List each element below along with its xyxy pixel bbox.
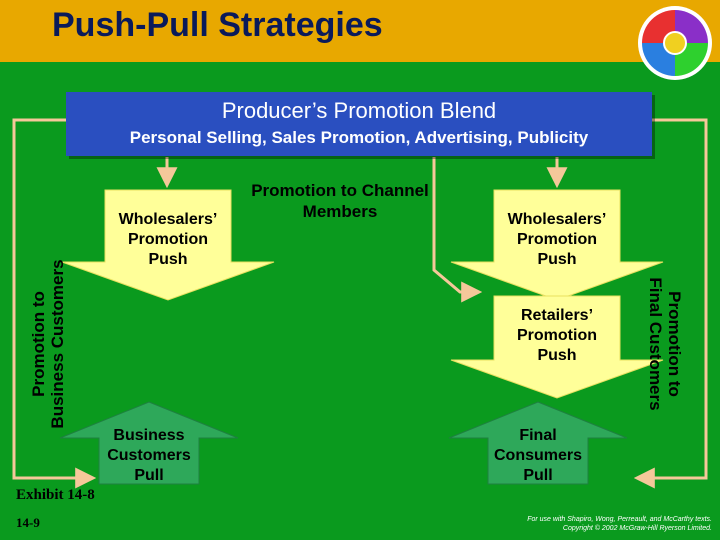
blend-title: Producer’s Promotion Blend xyxy=(221,98,497,123)
left-wholesalers-push-arrow xyxy=(61,189,275,301)
right-side-label-line2: Final Customers xyxy=(646,277,665,411)
to-retailers-connector xyxy=(432,157,483,303)
left-wholesalers-line1: Wholesalers’ xyxy=(118,211,218,228)
credit-line1: For use with Shapiro, Wong, Perreault, a… xyxy=(527,516,712,523)
producer-promotion-blend-box: Producer’s Promotion Blend Personal Sell… xyxy=(66,92,652,156)
right-final-line3: Pull xyxy=(523,467,553,484)
right-wholesalers-line2: Promotion xyxy=(517,231,597,248)
right-retailers-line2: Promotion xyxy=(517,327,597,344)
color-wheel-icon xyxy=(638,6,712,80)
right-retailers-line1: Retailers’ xyxy=(520,307,594,324)
right-loop-connector xyxy=(633,118,708,489)
left-business-line1: Business xyxy=(113,427,185,444)
right-wholesalers-line1: Wholesalers’ xyxy=(507,211,607,228)
left-wholesalers-line3: Push xyxy=(148,251,188,268)
right-wholesalers-line3: Push xyxy=(537,251,577,268)
left-side-label: Promotion to Business Customers xyxy=(29,244,67,444)
page-number: 14-9 xyxy=(16,515,40,530)
left-side-label-line2: Business Customers xyxy=(48,259,67,429)
left-wholesalers-line2: Promotion xyxy=(128,231,208,248)
right-final-text: Final Consumers Pull xyxy=(478,426,598,486)
right-wholesalers-text: Wholesalers’ Promotion Push xyxy=(497,210,617,270)
left-loop-connector xyxy=(12,118,97,489)
page-title: Push-Pull Strategies xyxy=(52,6,383,44)
left-business-pull-arrow xyxy=(59,401,239,485)
copyright-credit: For use with Shapiro, Wong, Perreault, a… xyxy=(440,515,712,533)
right-retailers-line3: Push xyxy=(537,347,577,364)
right-retailers-text: Retailers’ Promotion Push xyxy=(497,306,617,366)
right-final-line2: Consumers xyxy=(493,447,583,464)
credit-line2: Copyright © 2002 McGraw-Hill Ryerson Lim… xyxy=(562,525,712,532)
left-wholesalers-text: Wholesalers’ Promotion Push xyxy=(108,210,228,270)
left-side-label-line1: Promotion to xyxy=(29,291,48,397)
exhibit-label: Exhibit 14-8 xyxy=(16,487,95,503)
right-wholesalers-push-arrow xyxy=(450,189,664,301)
title-bar xyxy=(0,0,720,62)
right-retailers-push-arrow xyxy=(450,295,664,399)
right-side-label-line1: Promotion to xyxy=(665,291,684,397)
right-final-pull-arrow xyxy=(448,401,628,485)
channel-members-label: Promotion to Channel Members xyxy=(251,181,429,221)
right-side-label: Promotion to Final Customers xyxy=(646,244,684,444)
right-final-line1: Final xyxy=(519,427,557,444)
left-business-line3: Pull xyxy=(134,467,164,484)
left-business-line2: Customers xyxy=(107,447,191,464)
left-business-text: Business Customers Pull xyxy=(89,426,209,486)
blend-subtitle: Personal Selling, Sales Promotion, Adver… xyxy=(129,128,589,147)
